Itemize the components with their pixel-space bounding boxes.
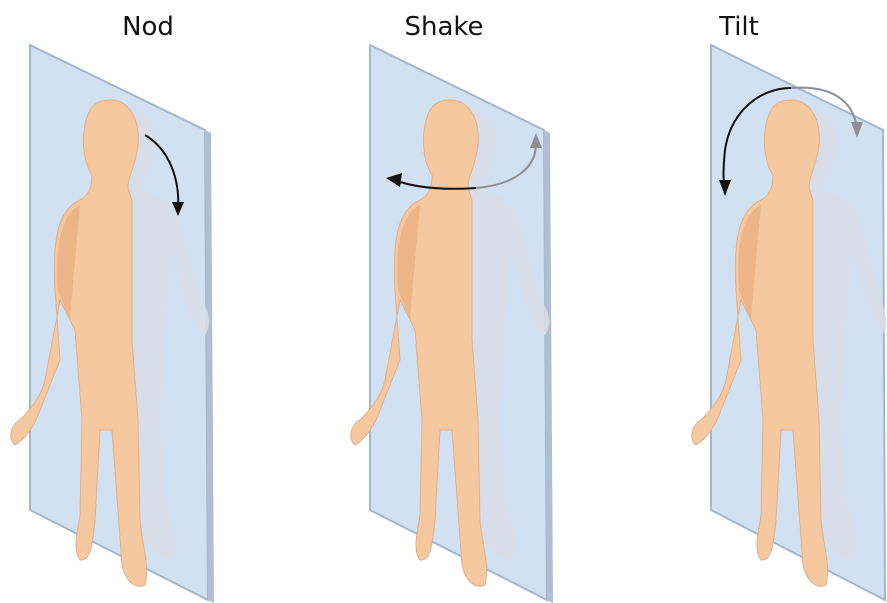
panel-shake: Shake xyxy=(296,0,592,603)
body-figure-group xyxy=(11,45,214,603)
panel-nod: Nod xyxy=(0,0,296,603)
nod-figure xyxy=(0,0,296,603)
panel-title-nod: Nod xyxy=(0,12,296,42)
panel-tilt: Tilt xyxy=(591,0,887,603)
shake-figure xyxy=(296,0,592,603)
body-figure-group xyxy=(351,45,553,603)
panel-title-shake: Shake xyxy=(296,12,592,42)
tilt-figure xyxy=(591,0,887,603)
panel-title-tilt: Tilt xyxy=(591,12,887,42)
